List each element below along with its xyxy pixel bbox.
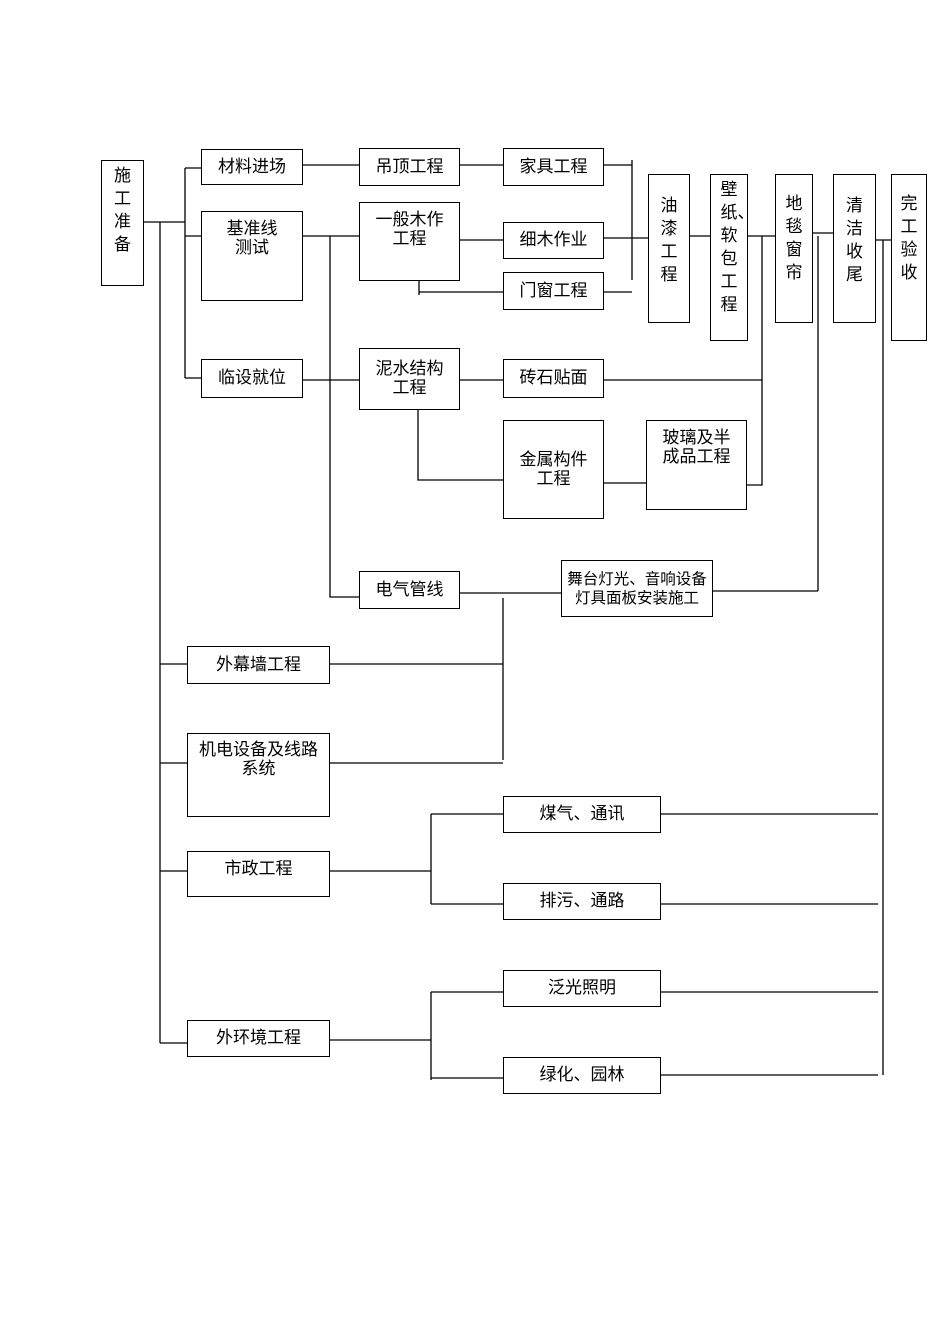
ceiling-label: 吊顶工程: [375, 156, 444, 177]
acceptance-box: 完工验收: [891, 174, 927, 341]
sewage-box: 排污、通路: [503, 883, 661, 920]
carpentry-box: 一般木作 工程: [359, 202, 460, 281]
materials-box: 材料进场: [201, 149, 303, 185]
connector: [303, 235, 359, 598]
glass-label: 玻璃及半 成品工程: [662, 428, 731, 467]
mechelec-box: 机电设备及线路 系统: [187, 733, 330, 817]
connector: [460, 236, 819, 594]
furniture-label: 家具工程: [519, 156, 588, 177]
metal-box: 金属构件 工程: [503, 420, 604, 519]
acceptance-label: 完工验收: [900, 194, 918, 283]
carpet-label: 地毯窗帘: [785, 194, 803, 283]
prep-box: 施工准备: [101, 160, 144, 286]
finewood-box: 细木作业: [503, 222, 604, 259]
temp-box: 临设就位: [201, 359, 303, 398]
furniture-box: 家具工程: [503, 148, 604, 186]
connector: [661, 991, 878, 1076]
connector: [159, 222, 187, 1044]
cleanup-label: 清洁收尾: [846, 196, 863, 285]
tile-box: 砖石贴面: [503, 359, 604, 398]
floodlight-box: 泛光照明: [503, 970, 661, 1007]
mechelec-label: 机电设备及线路 系统: [199, 740, 318, 779]
stage-label: 舞台灯光、音响设备 灯具面板安装施工: [567, 569, 707, 607]
wallpaper-label: 壁纸、软包工程: [720, 180, 755, 315]
greening-box: 绿化、园林: [503, 1057, 661, 1094]
municipal-box: 市政工程: [187, 851, 330, 897]
connector: [417, 410, 646, 484]
connector: [330, 663, 503, 764]
curtainwall-label: 外幕墙工程: [216, 654, 301, 675]
tile-label: 砖石贴面: [519, 368, 588, 388]
wallpaper-box: 壁纸、软包工程: [710, 174, 755, 341]
sewage-label: 排污、通路: [539, 891, 625, 911]
connector: [418, 239, 503, 295]
cleanup-box: 清洁收尾: [833, 174, 876, 323]
paint-box: 油漆工程: [648, 174, 690, 323]
connector: [330, 813, 503, 905]
outdoor-box: 外环境工程: [187, 1020, 330, 1057]
curtainwall-box: 外幕墙工程: [187, 646, 330, 684]
floodlight-label: 泛光照明: [548, 978, 616, 998]
paint-label: 油漆工程: [660, 196, 678, 285]
connector: [144, 167, 201, 379]
doorswin-label: 门窗工程: [519, 280, 588, 301]
municipal-label: 市政工程: [224, 859, 293, 879]
baseline-label: 基准线 测试: [226, 219, 278, 258]
doorswin-box: 门窗工程: [503, 272, 604, 310]
carpet-box: 地毯窗帘: [775, 174, 813, 323]
temp-label: 临设就位: [218, 368, 286, 388]
ceiling-box: 吊顶工程: [359, 148, 460, 186]
masonry-label: 泥水结构 工程: [375, 359, 444, 398]
carpentry-label: 一般木作 工程: [375, 210, 444, 249]
connector: [604, 160, 648, 293]
outdoor-label: 外环境工程: [216, 1028, 301, 1048]
finewood-label: 细木作业: [519, 230, 588, 250]
connector: [330, 991, 503, 1080]
electrical-label: 电气管线: [375, 579, 444, 600]
gascomm-label: 煤气、通讯: [539, 804, 625, 824]
materials-label: 材料进场: [218, 156, 286, 177]
gascomm-box: 煤气、通讯: [503, 796, 661, 833]
connector: [460, 236, 763, 486]
metal-label: 金属构件 工程: [519, 449, 588, 489]
connector: [661, 813, 878, 905]
stage-box: 舞台灯光、音响设备 灯具面板安装施工: [561, 560, 713, 617]
masonry-box: 泥水结构 工程: [359, 348, 460, 410]
electrical-box: 电气管线: [359, 571, 460, 609]
glass-box: 玻璃及半 成品工程: [646, 420, 747, 510]
greening-label: 绿化、园林: [539, 1065, 625, 1085]
prep-label: 施工准备: [114, 166, 131, 255]
baseline-box: 基准线 测试: [201, 211, 303, 301]
